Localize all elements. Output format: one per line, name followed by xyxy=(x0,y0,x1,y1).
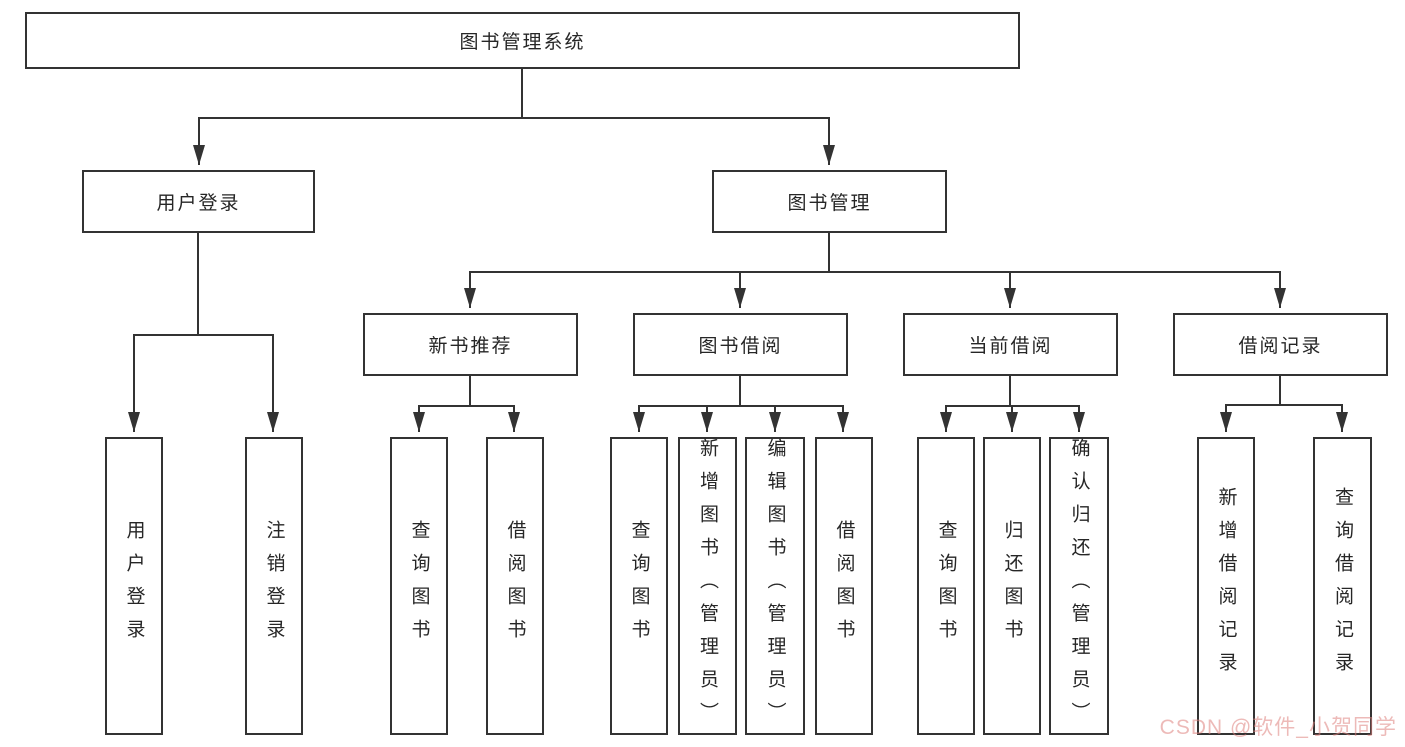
leaf-bb-borrow-books: 借阅图书 xyxy=(815,437,873,735)
leaf-bb-add-books: 新增图书（管理员） xyxy=(678,437,737,735)
leaf-cb-query-books-label: 查询图书 xyxy=(935,520,957,652)
leaf-br-add-record: 新增借阅记录 xyxy=(1197,437,1255,735)
leaf-bb-query-books: 查询图书 xyxy=(610,437,668,735)
leaf-br-query-record-label: 查询借阅记录 xyxy=(1332,487,1353,685)
node-book-borrow-label: 图书借阅 xyxy=(698,336,783,357)
leaf-br-add-record-label: 新增借阅记录 xyxy=(1215,487,1237,685)
connector-new-books-rails xyxy=(418,375,515,407)
node-root-label: 图书管理系统 xyxy=(459,32,586,53)
connector-book-borrow-rails xyxy=(638,375,844,407)
leaf-nb-borrow-books-label: 借阅图书 xyxy=(504,520,526,652)
leaf-cb-confirm-return: 确认归还（管理员） xyxy=(1049,437,1109,735)
leaf-bb-edit-books-label: 编辑图书（管理员） xyxy=(764,437,786,735)
node-root: 图书管理系统 xyxy=(25,12,1020,69)
node-new-books-label: 新书推荐 xyxy=(428,336,513,357)
connector-root-rails xyxy=(198,68,830,119)
leaf-bb-borrow-books-label: 借阅图书 xyxy=(833,520,855,652)
csdn-watermark: CSDN @软件_小贺同学 xyxy=(1159,716,1397,739)
node-user-login: 用户登录 xyxy=(82,170,315,233)
leaf-user-login-label: 用户登录 xyxy=(123,520,145,652)
leaf-user-login: 用户登录 xyxy=(105,437,163,735)
leaf-nb-query-books: 查询图书 xyxy=(390,437,448,735)
leaf-nb-borrow-books: 借阅图书 xyxy=(486,437,544,735)
leaf-nb-query-books-label: 查询图书 xyxy=(408,520,430,652)
node-book-mgmt-label: 图书管理 xyxy=(787,193,872,214)
node-user-login-label: 用户登录 xyxy=(156,193,241,214)
node-borrow-records: 借阅记录 xyxy=(1173,313,1388,376)
node-book-mgmt: 图书管理 xyxy=(712,170,947,233)
connector-book-mgmt-rails xyxy=(469,232,1281,273)
leaf-logout-label: 注销登录 xyxy=(263,520,285,652)
leaf-logout: 注销登录 xyxy=(245,437,303,735)
leaf-cb-query-books: 查询图书 xyxy=(917,437,975,735)
node-new-books: 新书推荐 xyxy=(363,313,578,376)
leaf-bb-query-books-label: 查询图书 xyxy=(628,520,650,652)
node-current-borrow-label: 当前借阅 xyxy=(968,336,1053,357)
leaf-cb-return-books-label: 归还图书 xyxy=(1001,520,1023,652)
node-borrow-records-label: 借阅记录 xyxy=(1238,336,1323,357)
connector-borrow-records-rails xyxy=(1225,375,1343,406)
node-book-borrow: 图书借阅 xyxy=(633,313,848,376)
leaf-bb-add-books-label: 新增图书（管理员） xyxy=(697,437,718,735)
leaf-cb-confirm-return-label: 确认归还（管理员） xyxy=(1068,437,1090,735)
connector-current-borrow-rails xyxy=(945,375,1080,407)
leaf-cb-return-books: 归还图书 xyxy=(983,437,1041,735)
leaf-br-query-record: 查询借阅记录 xyxy=(1313,437,1372,735)
connector-user-login-rails xyxy=(133,232,274,336)
leaf-bb-edit-books: 编辑图书（管理员） xyxy=(745,437,805,735)
node-current-borrow: 当前借阅 xyxy=(903,313,1118,376)
